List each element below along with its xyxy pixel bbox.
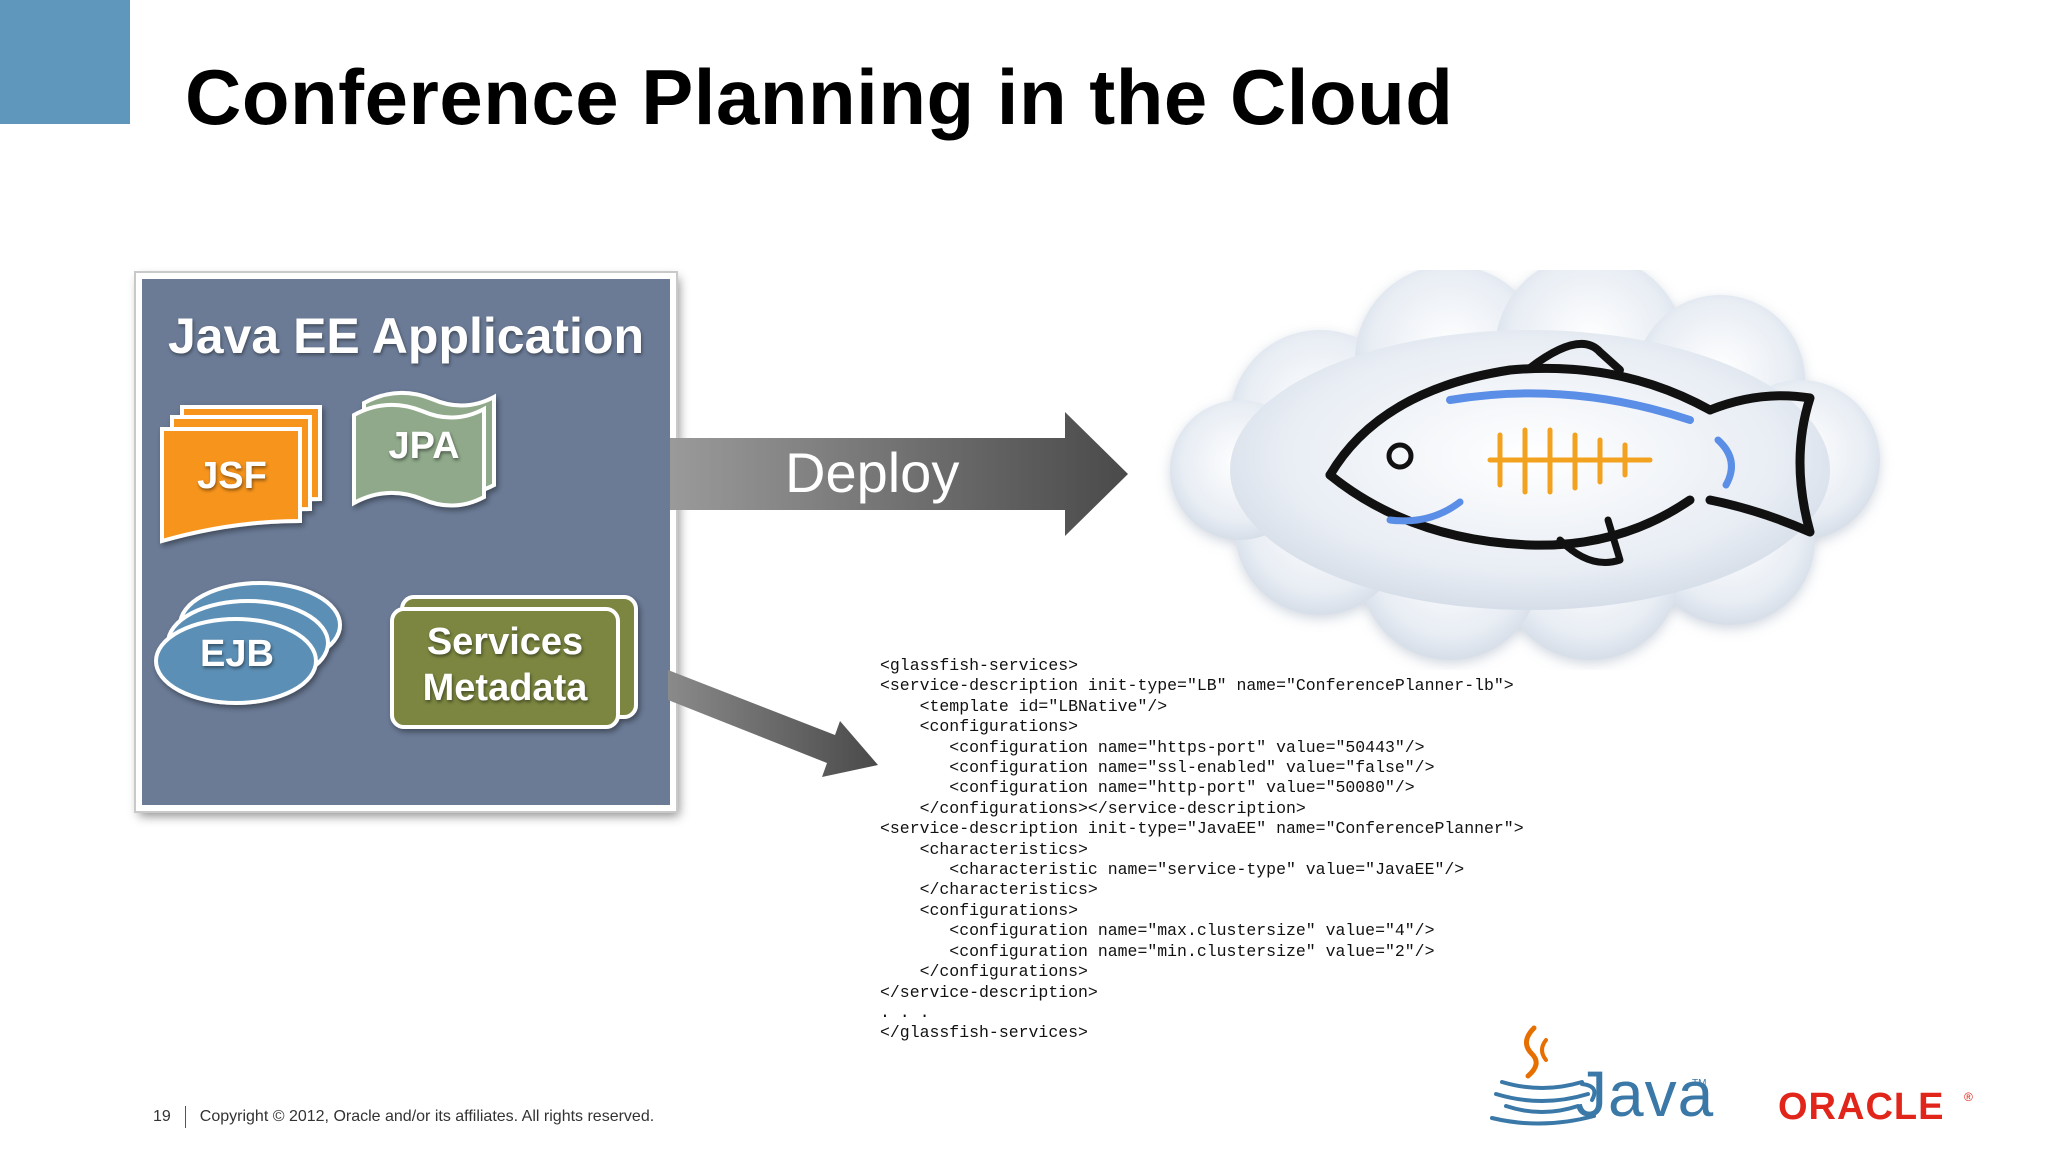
java-ee-application-panel: Java EE Application JSF bbox=[136, 273, 676, 811]
glassfish-services-xml: <glassfish-services> <service-descriptio… bbox=[880, 656, 1524, 1043]
corner-accent-block bbox=[0, 0, 130, 124]
cloud-glassfish-illustration bbox=[1170, 270, 1880, 660]
footer: 19 Copyright © 2012, Oracle and/or its a… bbox=[153, 1106, 654, 1128]
page-number: 19 bbox=[153, 1108, 171, 1125]
java-wordmark: Java bbox=[1575, 1058, 1715, 1130]
jsf-label: JSF bbox=[197, 455, 267, 497]
services-metadata-label: Services Metadata bbox=[392, 619, 618, 711]
glassfish-fish-icon bbox=[1325, 340, 1815, 566]
jsf-pages-icon bbox=[160, 405, 322, 544]
footer-separator bbox=[184, 1106, 186, 1128]
services-metadata-cards-icon bbox=[390, 595, 638, 729]
slide-title: Conference Planning in the Cloud bbox=[185, 53, 1454, 141]
metadata-arrow bbox=[668, 670, 878, 777]
java-trademark: TM bbox=[1692, 1078, 1707, 1089]
java-ee-application-title: Java EE Application bbox=[167, 308, 645, 364]
services-label-line1: Services bbox=[426, 621, 584, 663]
jpa-label: JPA bbox=[388, 425, 460, 467]
jpa-stack-icon bbox=[352, 390, 496, 508]
copyright-text: Copyright © 2012, Oracle and/or its affi… bbox=[199, 1108, 655, 1125]
deploy-arrow bbox=[670, 412, 1128, 536]
oracle-registered-mark: ® bbox=[1964, 1090, 1973, 1104]
java-cup-icon bbox=[1490, 1025, 1597, 1126]
ejb-label: EJB bbox=[200, 633, 274, 675]
ejb-ellipses-icon bbox=[154, 581, 342, 705]
oracle-logo: ORACLE bbox=[1778, 1086, 1945, 1128]
deploy-label: Deploy bbox=[785, 441, 960, 504]
component-shapes bbox=[154, 390, 638, 729]
services-label-line2: Metadata bbox=[422, 667, 588, 709]
